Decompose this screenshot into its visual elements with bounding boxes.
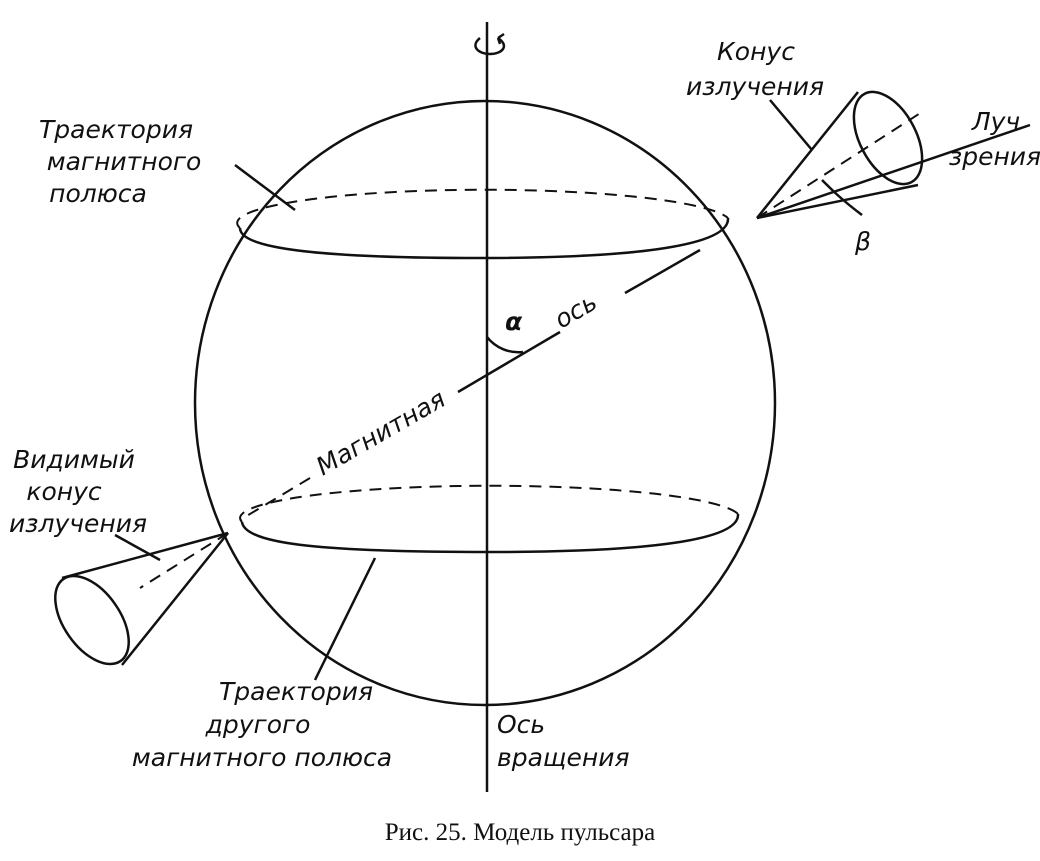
axis-word-label: ось	[550, 287, 602, 334]
upper-trajectory-back	[236, 188, 729, 229]
upper-cone-edge	[756, 91, 859, 219]
magnetic-axis-lower	[239, 477, 311, 521]
lower-cone-base	[54, 574, 130, 666]
magnetic-axis-upper	[624, 248, 701, 295]
line-of-sight	[756, 123, 1031, 220]
lower-cone-axis	[139, 532, 229, 589]
magnetic-axis-mid	[457, 330, 561, 394]
cone-label-leader	[769, 99, 813, 151]
trajectory-bottom-leader	[313, 557, 377, 681]
cone-top-label: Конус излучения	[686, 37, 824, 101]
beta-label: β	[854, 227, 871, 256]
star-sphere	[193, 99, 777, 707]
trajectory-top-leader	[234, 164, 296, 211]
lower-trajectory-front	[240, 513, 740, 554]
alpha-arc	[486, 336, 524, 354]
upper-cone-edge	[756, 183, 919, 220]
lower-cone-edge	[121, 532, 229, 666]
alpha-label: α	[505, 307, 523, 336]
lower-cone-edge	[61, 531, 229, 580]
magnetic-word-label: Магнитная	[311, 384, 450, 481]
trajectory-bottom-label: Траектория другого магнитного полюса	[132, 677, 392, 772]
upper-trajectory-front	[238, 217, 730, 260]
visible-cone-leader	[114, 533, 161, 562]
upper-cone-base	[852, 90, 924, 186]
figure-caption: Рис. 25. Модель пульсара	[385, 819, 655, 846]
beta-arc	[821, 179, 863, 216]
lower-trajectory-back	[239, 484, 739, 523]
trajectory-top-label: Траектория магнитного полюса	[39, 115, 209, 208]
rotation-arrow-icon	[474, 32, 506, 56]
line-of-sight-label: Луч зрения	[949, 107, 1040, 171]
rotation-axis-label: Ось вращения	[497, 710, 629, 772]
visible-cone-label: Видимый конус излучения	[9, 445, 147, 538]
upper-cone-axis	[756, 109, 926, 219]
